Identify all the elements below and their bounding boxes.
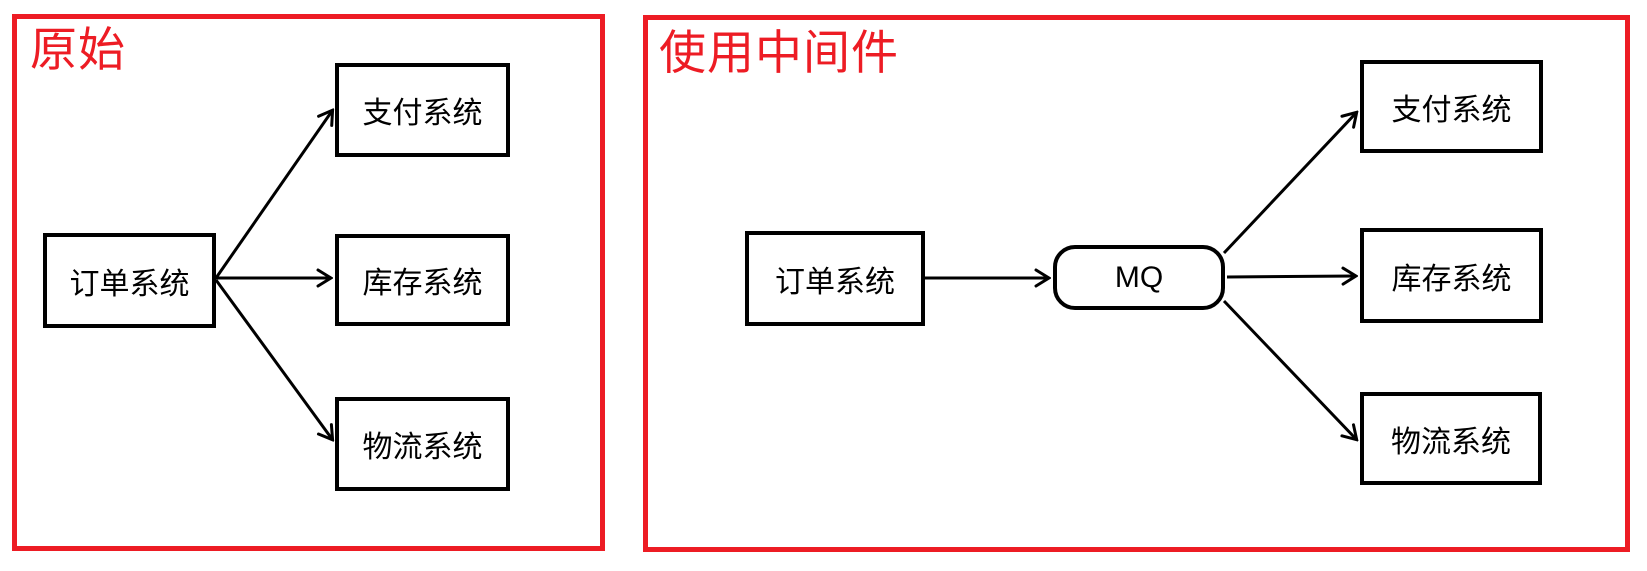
panel-original-title: 原始 (30, 23, 126, 76)
node-inventory-system-right: 库存系统 (1360, 228, 1543, 323)
node-order-system-right: 订单系统 (745, 231, 925, 326)
panel-original (12, 14, 605, 551)
node-mq-middleware: MQ (1053, 245, 1225, 310)
node-logistics-system-right: 物流系统 (1360, 392, 1542, 485)
node-payment-system-left: 支付系统 (335, 63, 510, 157)
node-inventory-system-left: 库存系统 (335, 234, 510, 326)
node-payment-system-right: 支付系统 (1360, 60, 1543, 153)
panel-middleware (643, 15, 1630, 552)
node-order-system-left: 订单系统 (43, 233, 216, 328)
node-logistics-system-left: 物流系统 (335, 397, 510, 491)
panel-middleware-title: 使用中间件 (659, 26, 899, 79)
